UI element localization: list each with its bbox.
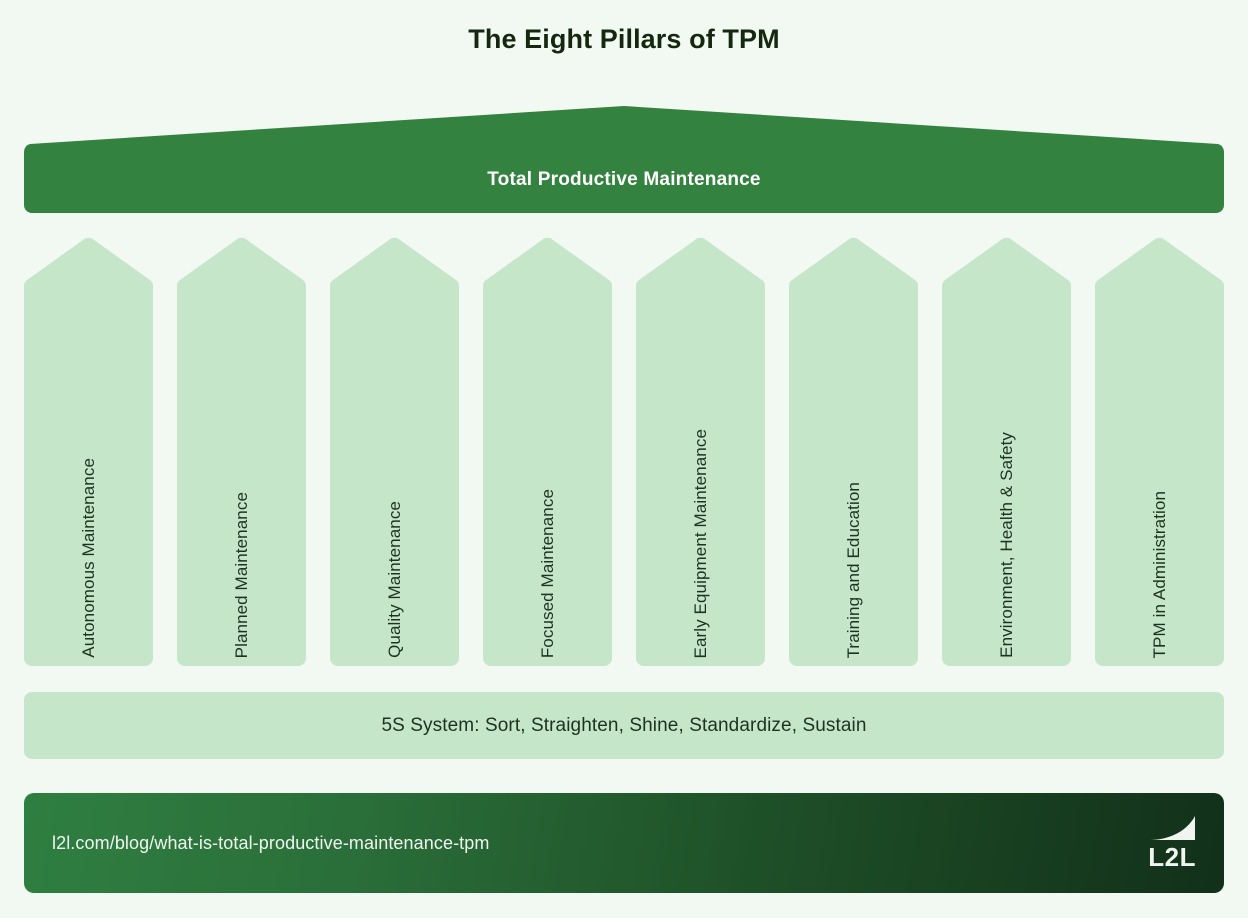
foundation-label: 5S System: Sort, Straighten, Shine, Stan… <box>381 714 867 736</box>
pillar-label: Early Equipment Maintenance <box>636 236 765 666</box>
footer-bar: l2l.com/blog/what-is-total-productive-ma… <box>24 793 1224 893</box>
pillar-2[interactable]: Planned Maintenance <box>177 236 306 666</box>
pillar-label-text: Focused Maintenance <box>537 488 557 658</box>
pillar-label: Quality Maintenance <box>330 236 459 666</box>
pillar-3[interactable]: Quality Maintenance <box>330 236 459 666</box>
pillar-7[interactable]: Environment, Health & Safety <box>942 236 1071 666</box>
pillar-label-text: Early Equipment Maintenance <box>690 428 710 659</box>
pillar-6[interactable]: Training and Education <box>789 236 918 666</box>
pillar-8[interactable]: TPM in Administration <box>1095 236 1224 666</box>
l2l-logo: L2L <box>1138 816 1196 870</box>
pillar-label-text: Environment, Health & Safety <box>996 432 1016 658</box>
footer-url[interactable]: l2l.com/blog/what-is-total-productive-ma… <box>52 832 490 853</box>
pillar-5[interactable]: Early Equipment Maintenance <box>636 236 765 666</box>
roof-shape <box>24 104 1224 214</box>
pillar-label-text: Training and Education <box>843 481 863 658</box>
pillar-label: Environment, Health & Safety <box>942 236 1071 666</box>
pillar-4[interactable]: Focused Maintenance <box>483 236 612 666</box>
pillar-label: Planned Maintenance <box>177 236 306 666</box>
pillar-label: TPM in Administration <box>1095 236 1224 666</box>
pillar-label-text: TPM in Administration <box>1149 490 1169 658</box>
pillar-label-text: Autonomous Maintenance <box>78 458 98 658</box>
growth-curve-icon <box>1150 816 1195 840</box>
pillar-label: Autonomous Maintenance <box>24 236 153 666</box>
logo-text: L2L <box>1148 842 1196 872</box>
pillar-label-text: Quality Maintenance <box>384 501 404 658</box>
foundation-bar: 5S System: Sort, Straighten, Shine, Stan… <box>24 692 1224 759</box>
pillars-row: Autonomous Maintenance Planned Maintenan… <box>24 236 1224 666</box>
roof-label: Total Productive Maintenance <box>487 168 761 190</box>
pillar-label: Focused Maintenance <box>483 236 612 666</box>
pillar-label-text: Planned Maintenance <box>231 491 251 658</box>
pillar-label: Training and Education <box>789 236 918 666</box>
page-title: The Eight Pillars of TPM <box>468 24 780 54</box>
pillar-1[interactable]: Autonomous Maintenance <box>24 236 153 666</box>
